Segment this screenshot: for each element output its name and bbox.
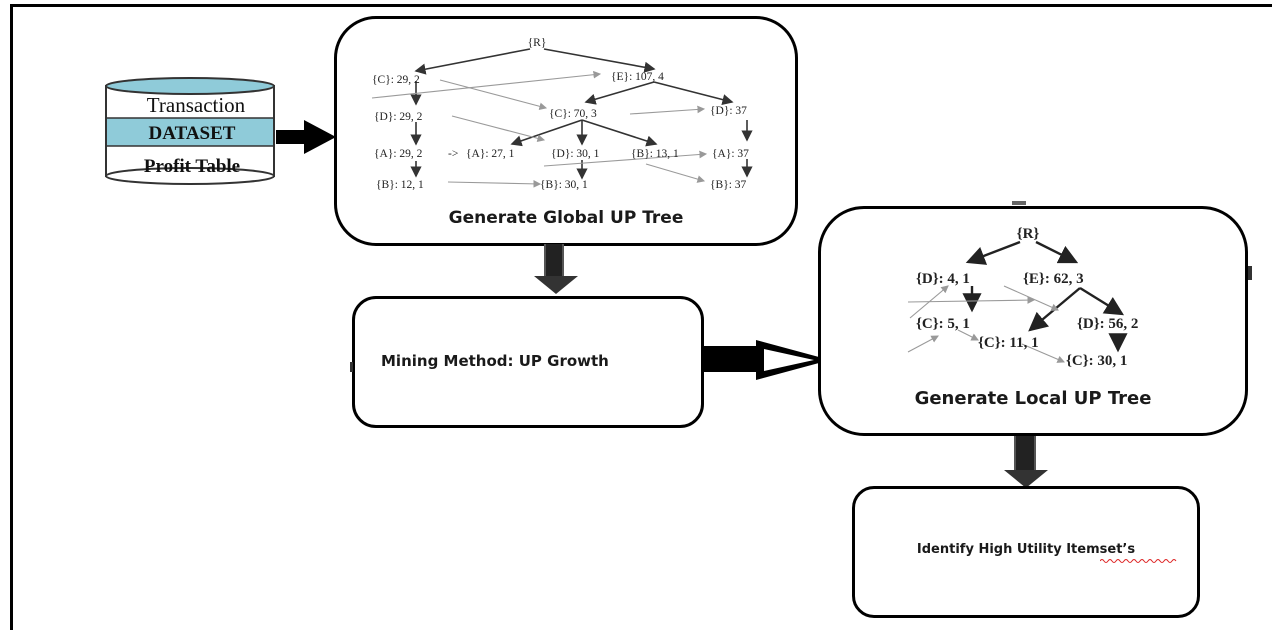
global-node-a-left: {A}: 29, 2	[374, 148, 423, 160]
global-node-b-left: {B}: 12, 1	[376, 179, 424, 191]
arrow-mining-to-local	[702, 340, 830, 380]
global-node-e: {E}: 107, 4	[611, 71, 664, 83]
global-node-a-arrow: ->	[448, 148, 458, 160]
spellcheck-underline	[1100, 559, 1177, 563]
database-cylinder: Transaction DATASET Profit Table	[105, 77, 275, 185]
local-node-c-right: {C}: 30, 1	[1066, 353, 1127, 369]
right-edge-mark	[1248, 266, 1252, 280]
global-up-tree-title: Generate Global UP Tree	[448, 208, 684, 228]
local-up-tree-title: Generate Local UP Tree	[914, 388, 1152, 409]
frame-top-border	[10, 4, 1272, 7]
global-node-c-mid: {C}: 70, 3	[549, 108, 597, 120]
dataset-band	[107, 118, 273, 146]
global-node-a-right: {A}: 37	[712, 148, 749, 160]
identify-itemsets-box	[852, 486, 1200, 618]
local-node-e: {E}: 62, 3	[1023, 271, 1084, 287]
global-up-tree-box	[334, 16, 798, 246]
transaction-label: Transaction	[147, 93, 246, 117]
global-node-c-left: {C}: 29, 2	[372, 74, 420, 86]
arrow-local-to-identify	[1004, 436, 1048, 488]
box-tick-mark	[1012, 201, 1026, 205]
local-node-c-left: {C}: 5, 1	[916, 316, 970, 332]
left-edge-mark	[350, 362, 353, 372]
profit-table-label: Profit Table	[144, 156, 240, 177]
cylinder-top-cap	[105, 77, 275, 95]
local-node-c-mid: {C}: 11, 1	[978, 335, 1039, 351]
dataset-label: DATASET	[149, 123, 236, 144]
arrow-database-to-global	[276, 120, 336, 154]
global-up-tree-diagram: {R} {C}: 29, 2 {E}: 107, 4 {D}: 29, 2 {C…	[371, 37, 753, 191]
local-node-d-left: {D}: 4, 1	[916, 271, 970, 287]
frame-left-border	[10, 4, 13, 630]
global-node-b-right: {B}: 37	[710, 179, 747, 191]
local-up-tree-diagram: {R} {D}: 4, 1 {E}: 62, 3 {C}: 5, 1 {D}: …	[907, 226, 1138, 369]
global-node-d-mid: {D}: 30, 1	[551, 148, 600, 160]
global-node-a-mid: {A}: 27, 1	[466, 148, 515, 160]
local-node-d-right: {D}: 56, 2	[1077, 316, 1138, 332]
cylinder-bottom-cap	[105, 167, 275, 185]
global-node-d-right: {D}: 37	[710, 105, 747, 117]
global-node-b-mid: {B}: 13, 1	[631, 148, 679, 160]
local-root-node: {R}	[1017, 226, 1040, 242]
global-node-d-left: {D}: 29, 2	[374, 111, 423, 123]
arrow-global-to-mining	[534, 244, 578, 294]
global-root-node: {R}	[528, 37, 547, 49]
identify-itemsets-label: Identify High Utility Itemset’s	[916, 542, 1136, 557]
global-node-b-center: {B}: 30, 1	[540, 179, 588, 191]
mining-method-label: Mining Method: UP Growth	[381, 352, 609, 370]
mining-method-box	[352, 296, 704, 428]
